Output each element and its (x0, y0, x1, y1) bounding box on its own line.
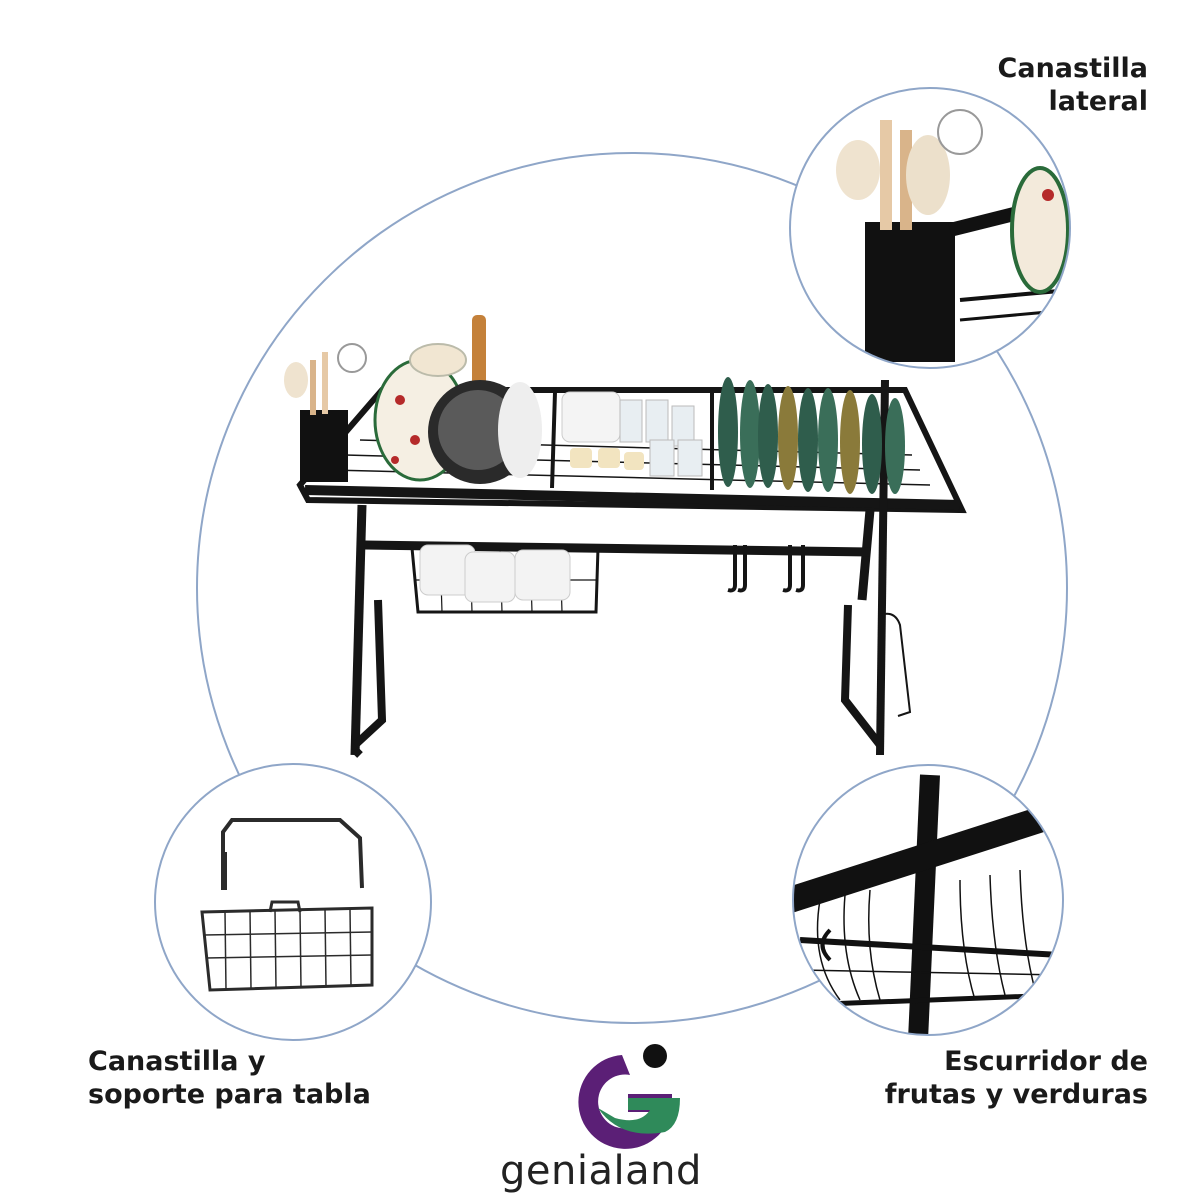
hooks (727, 545, 805, 593)
side-basket-label-line2: lateral (1048, 86, 1148, 117)
basket-board-label-line2: soporte para tabla (88, 1079, 371, 1110)
basket-board-label-line1: Canastilla y (88, 1046, 266, 1077)
side-basket-label-line1: Canastilla (997, 53, 1148, 84)
inset-top-right-ring (789, 87, 1071, 369)
bowls-glasses (561, 391, 703, 477)
brand-name: genialand (500, 1148, 702, 1194)
inset-basket-board (200, 818, 374, 992)
inset-fruit-drainer (793, 765, 1063, 1035)
hanging-basket (410, 544, 600, 614)
board-holder (879, 612, 912, 717)
fruit-drainer-label: Escurridor de frutas y verduras (885, 1045, 1148, 1111)
side-basket-label: Canastilla lateral (998, 52, 1148, 118)
utensil-holder (300, 410, 348, 482)
genialand-logo (578, 1044, 680, 1149)
main-circle (196, 152, 1068, 1024)
fruit-drainer-label-line2: frutas y verduras (884, 1079, 1148, 1110)
plates (718, 377, 905, 494)
utensils (284, 343, 367, 415)
basket-board-label: Canastilla y soporte para tabla (88, 1045, 371, 1111)
inset-bottom-right-ring (792, 764, 1064, 1036)
fruit-drainer-label-line1: Escurridor de (944, 1046, 1148, 1077)
strainer-pan (428, 315, 542, 484)
inset-side-basket (790, 88, 1070, 368)
